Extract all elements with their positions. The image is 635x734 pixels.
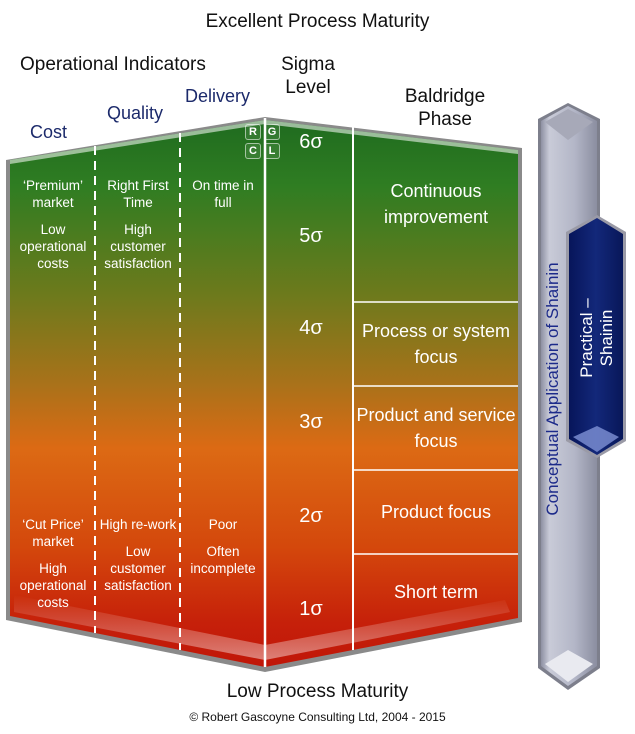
- cost-high-operational: Low operational costs: [19, 222, 87, 271]
- phase-product-service-focus: Product and service focus: [356, 405, 516, 451]
- practical-arrow-bottom-facet: [573, 426, 619, 452]
- quality-low: High re-work Low customer satisfaction: [97, 516, 179, 604]
- quality-high-satisfaction: High customer satisfaction: [104, 222, 172, 271]
- header-sigma-line1: Sigma: [281, 54, 335, 75]
- header-quality: Quality: [107, 103, 164, 123]
- rgcl-badge-l: L: [264, 143, 280, 159]
- header-cost: Cost: [30, 122, 68, 142]
- phase-product-focus: Product focus: [380, 502, 492, 522]
- phase-process-system-focus: Process or system focus: [361, 321, 511, 367]
- sigma-5: 5σ: [299, 225, 323, 247]
- practical-arrow: [569, 218, 623, 455]
- delivery-low-poor: Poor: [208, 517, 238, 532]
- cost-low-operational: High operational costs: [19, 561, 87, 610]
- header-baldridge-line2: Phase: [418, 109, 472, 130]
- header-delivery: Delivery: [185, 86, 251, 106]
- quality-high-rft: Right First Time: [107, 178, 169, 210]
- delivery-low: Poor Often incomplete: [183, 516, 263, 587]
- delivery-low-incomplete: Often incomplete: [190, 544, 256, 576]
- quality-low-rework: High re-work: [99, 517, 177, 532]
- delivery-high: On time in full: [183, 177, 263, 221]
- conceptual-shainin-label: Conceptual Application of Shainin: [543, 262, 562, 516]
- sigma-6: 6σ: [299, 131, 323, 153]
- conceptual-arrow-top-facet: [545, 109, 593, 140]
- title-excellent-maturity: Excellent Process Maturity: [205, 11, 430, 32]
- conceptual-arrow-bottom-facet: [545, 650, 593, 682]
- quality-low-satisfaction: Low customer satisfaction: [104, 544, 172, 593]
- delivery-high-otif: On time in full: [192, 178, 254, 210]
- sigma-3: 3σ: [299, 411, 323, 433]
- sigma-2: 2σ: [299, 505, 323, 527]
- quality-high: Right First Time High customer satisfact…: [97, 177, 179, 282]
- sigma-1: 1σ: [299, 598, 323, 620]
- phase-continuous-improvement: Continuous improvement: [383, 181, 489, 227]
- title-low-maturity: Low Process Maturity: [226, 681, 409, 702]
- rgcl-badge-r: R: [245, 124, 261, 140]
- cost-low: ‘Cut Price’ market High operational cost…: [12, 516, 94, 621]
- sigma-4: 4σ: [299, 317, 323, 339]
- rgcl-badge-c: C: [245, 143, 261, 159]
- bottom-shine: [14, 595, 510, 660]
- phase-short-term: Short term: [393, 582, 479, 602]
- header-baldridge-phase: Baldridge Phase: [385, 85, 505, 131]
- rgcl-badge-g: G: [264, 124, 280, 140]
- header-sigma-line2: Level: [285, 77, 331, 98]
- cost-high: ‘Premium’ market Low operational costs: [12, 177, 94, 282]
- header-operational-indicators: Operational Indicators: [20, 54, 206, 75]
- header-sigma-level: Sigma Level: [268, 53, 348, 99]
- header-baldridge-line1: Baldridge: [404, 86, 486, 107]
- practical-shainin-label: Practical – Shainin: [577, 298, 616, 378]
- copyright: © Robert Gascoyne Consulting Ltd, 2004 -…: [189, 710, 446, 724]
- cost-low-market: ‘Cut Price’ market: [22, 517, 84, 549]
- cost-high-market: ‘Premium’ market: [22, 178, 83, 210]
